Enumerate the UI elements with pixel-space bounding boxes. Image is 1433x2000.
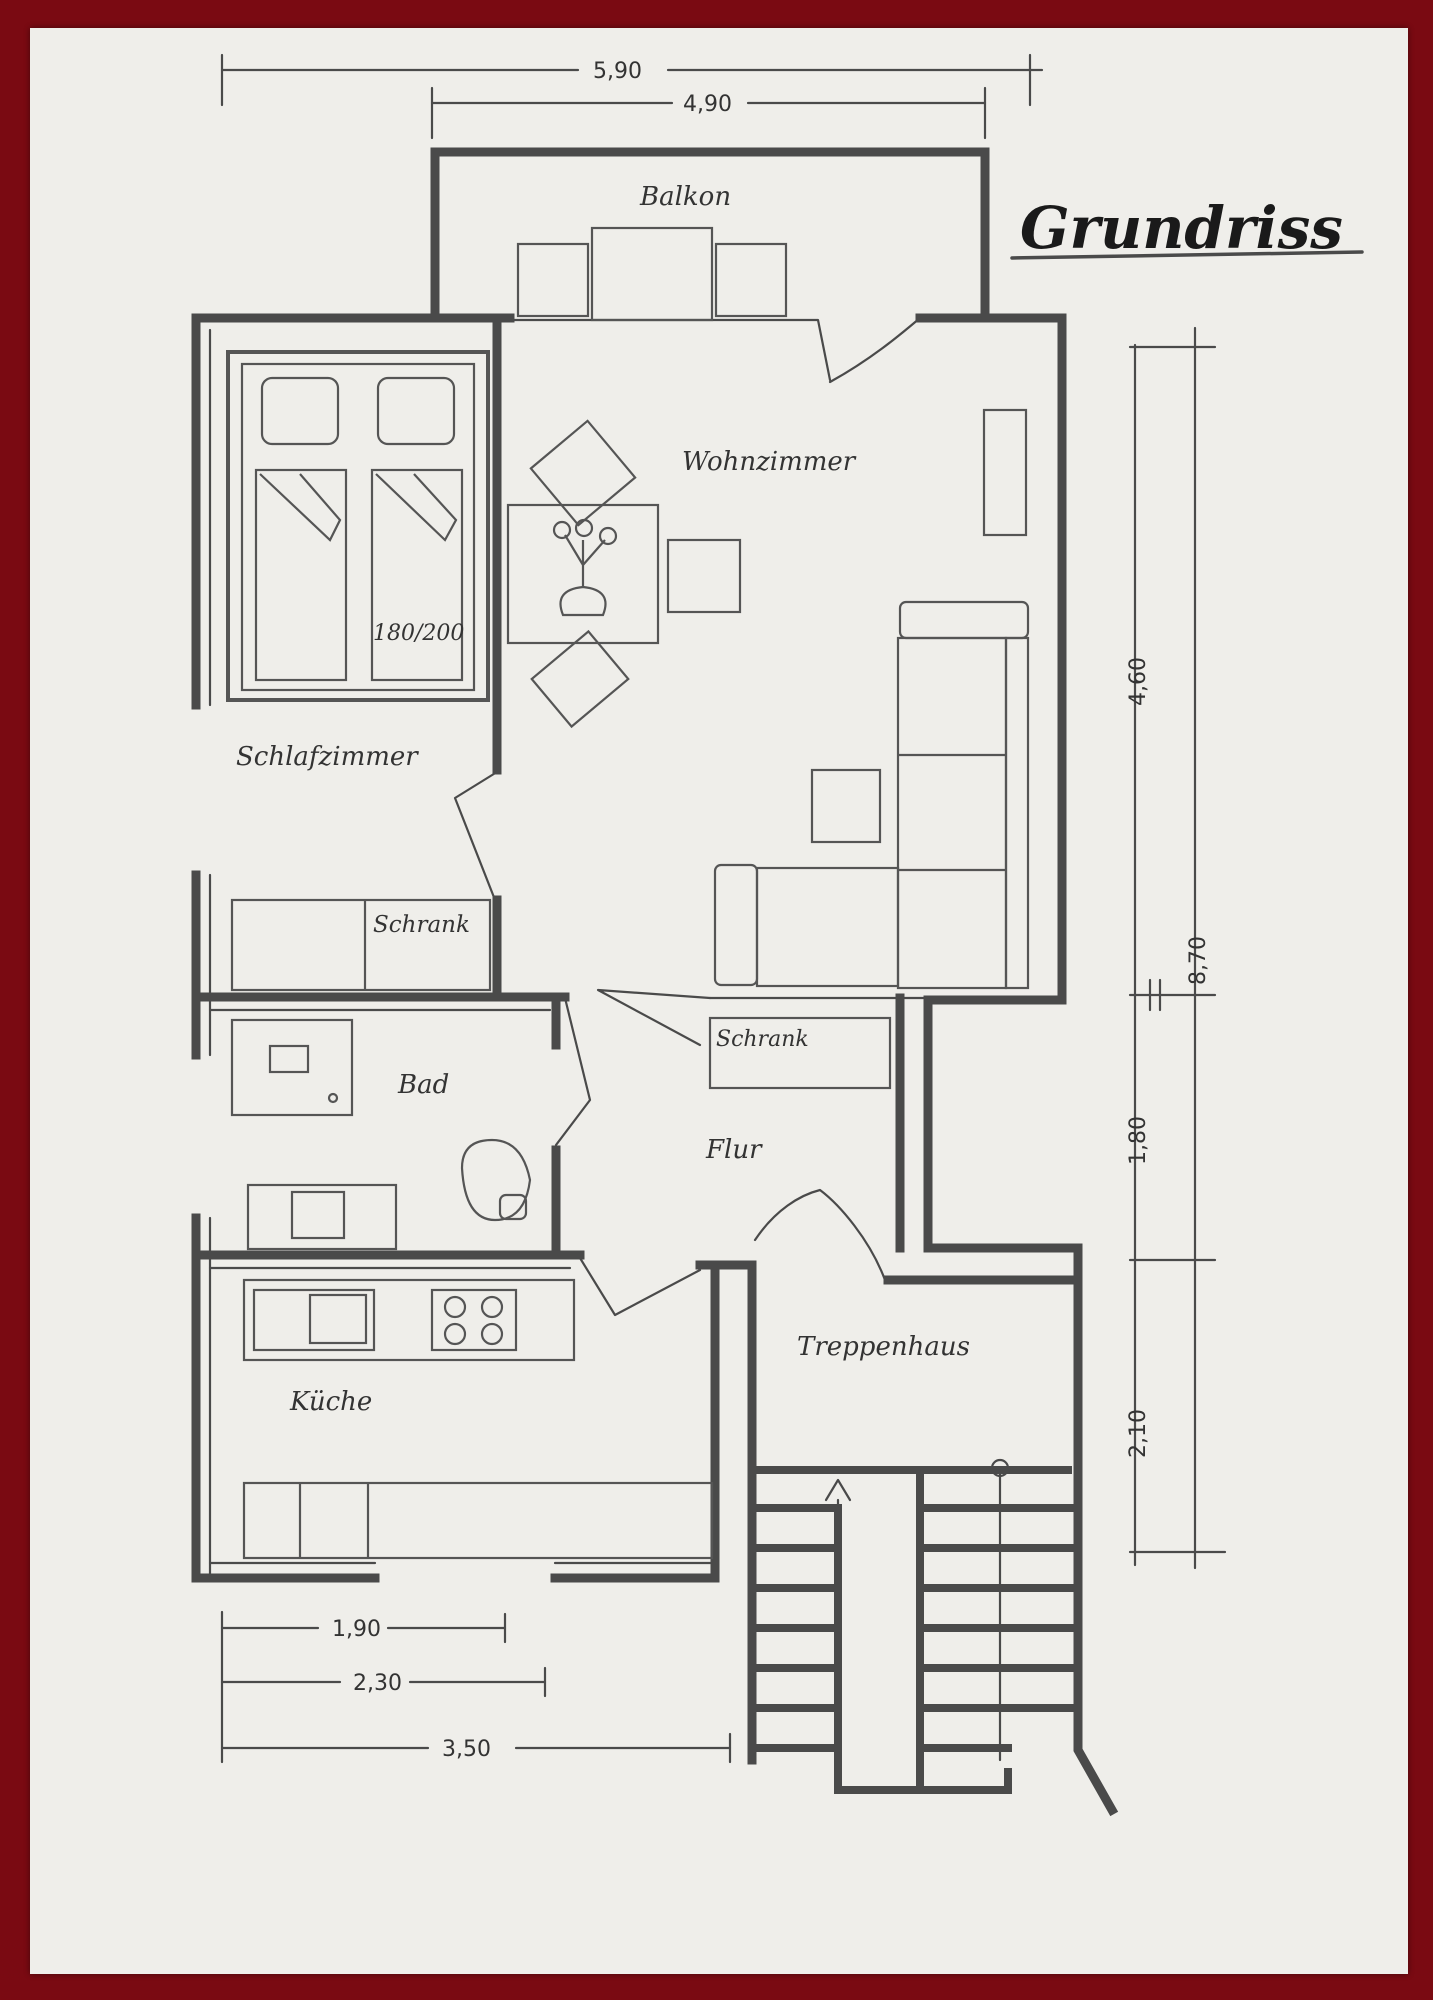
- dining-set: [506, 419, 742, 729]
- double-bed: 180/200: [226, 350, 490, 702]
- bedroom-wardrobe: [230, 898, 492, 992]
- dimension-top-outer: 5,90: [220, 53, 1044, 107]
- room-label-schrank-flur: Schrank: [716, 1027, 809, 1052]
- room-label-bad: Bad: [397, 1070, 449, 1100]
- plan-title: Grundriss: [1020, 194, 1343, 262]
- dim-label-bottom-1: 1,90: [332, 1617, 381, 1642]
- dimension-right: 4,60 8,70 1,80 2,10: [1126, 326, 1227, 1570]
- bed-size-label: 180/200: [373, 621, 464, 646]
- room-label-schrank-schlaf: Schrank: [373, 912, 470, 938]
- dim-label-top-outer: 5,90: [593, 59, 642, 84]
- dim-label-right-lower: 2,10: [1126, 1409, 1151, 1458]
- room-label-balkon: Balkon: [639, 182, 731, 212]
- walls: [191, 147, 1119, 1817]
- room-label-flur: Flur: [705, 1135, 763, 1165]
- flur-wardrobe: [708, 1016, 892, 1090]
- title-underline: [1010, 250, 1364, 260]
- dimension-bottom: 1,90 2,30 3,50: [220, 1610, 732, 1764]
- dim-label-top-inner: 4,90: [683, 92, 732, 117]
- room-label-wohnzimmer: Wohnzimmer: [682, 447, 857, 477]
- balcony-furniture: [516, 226, 788, 322]
- room-label-treppenhaus: Treppenhaus: [797, 1332, 970, 1362]
- staircase: [748, 1458, 1082, 1794]
- dim-label-right-upper: 4,60: [1126, 657, 1151, 706]
- dim-label-right-total: 8,70: [1186, 936, 1211, 985]
- living-furniture: [713, 408, 1030, 990]
- dimension-top-inner: 4,90: [430, 86, 987, 140]
- dim-label-bottom-3: 3,50: [442, 1737, 491, 1762]
- bath-fixtures: [230, 1018, 532, 1251]
- dim-label-right-middle: 1,80: [1126, 1116, 1151, 1165]
- room-label-schlafzimmer: Schlafzimmer: [236, 742, 419, 772]
- kitchen-fixtures: [242, 1278, 714, 1560]
- dim-label-bottom-2: 2,30: [353, 1671, 402, 1696]
- room-label-kueche: Küche: [289, 1387, 372, 1417]
